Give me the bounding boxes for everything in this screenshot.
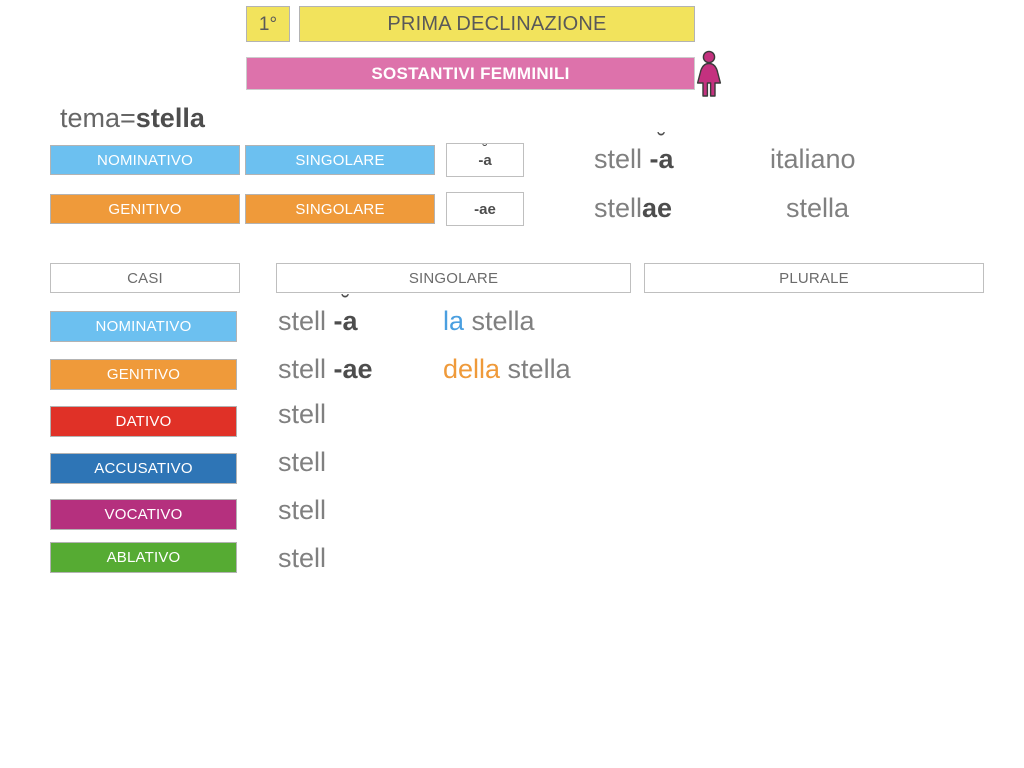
demo-case-pill-genitivo[interactable]: GENITIVO: [50, 194, 240, 224]
gender-subtitle-banner: SOSTANTIVI FEMMINILI: [246, 57, 695, 90]
table-case-label: ABLATIVO: [106, 549, 181, 566]
demo-ending-label: -ae: [474, 200, 496, 218]
table-translation-noun: stella: [464, 306, 535, 336]
demo-italian-genitivo: stella: [786, 193, 850, 223]
demo-word-ending-with-breve: ˘-a: [649, 129, 674, 175]
table-case-pill-nominativo[interactable]: NOMINATIVO: [50, 311, 237, 342]
demo-number-label: SINGOLARE: [295, 200, 385, 218]
breve-mark: ˘: [657, 127, 666, 154]
breve-mark: ˘: [341, 289, 350, 316]
demo-number-pill-genitivo[interactable]: SINGOLARE: [245, 194, 435, 224]
table-header-plurale-label: PLURALE: [779, 269, 849, 287]
demo-ending-box-nominativo: ˘-a: [446, 142, 524, 177]
table-translation-genitivo: della stella: [443, 354, 571, 385]
table-translation-nominativo: la stella: [443, 306, 535, 337]
table-case-label: GENITIVO: [106, 366, 181, 383]
gender-subtitle-label: SOSTANTIVI FEMMINILI: [371, 64, 570, 83]
table-case-pill-genitivo[interactable]: GENITIVO: [50, 359, 237, 390]
table-form-ending: -a: [333, 306, 358, 336]
table-case-pill-accusativo[interactable]: ACCUSATIVO: [50, 453, 237, 484]
theme-value: stella: [135, 103, 205, 133]
table-form-stem: stell: [278, 306, 334, 336]
table-form-genitivo: stell -ae: [278, 354, 373, 385]
declension-ordinal-box: 1°: [246, 6, 290, 42]
table-header-casi-label: CASI: [127, 269, 163, 287]
theme-line: tema=stella: [60, 103, 205, 134]
demo-italian-nominativo: italiano: [770, 144, 856, 174]
table-header-plurale: PLURALE: [644, 263, 984, 293]
table-case-label: DATIVO: [115, 413, 172, 430]
theme-label: tema=: [60, 103, 136, 133]
demo-case-label: GENITIVO: [108, 200, 182, 218]
demo-word-ending: -a: [649, 144, 674, 174]
table-form-nominativo: stell ˘-a: [278, 291, 358, 337]
declension-ordinal-label: 1°: [258, 13, 278, 35]
demo-ending-with-breve: ˘-a: [478, 142, 492, 169]
demo-ending-label: -a: [478, 151, 492, 169]
table-case-label: NOMINATIVO: [95, 318, 192, 335]
declension-title-banner: PRIMA DECLINAZIONE: [299, 6, 695, 42]
table-case-pill-dativo[interactable]: DATIVO: [50, 406, 237, 437]
declension-title-label: PRIMA DECLINAZIONE: [387, 13, 607, 35]
table-form-stem: stell: [278, 543, 327, 573]
table-form-stem: stell: [278, 399, 327, 429]
table-header-casi: CASI: [50, 263, 240, 293]
table-form-stem: stell: [278, 495, 327, 525]
table-case-label: ACCUSATIVO: [94, 460, 193, 477]
demo-word-genitivo: stellae: [594, 193, 672, 224]
demo-case-pill-nominativo[interactable]: NOMINATIVO: [50, 145, 240, 175]
breve-mark: ˘: [482, 141, 488, 158]
table-form-ending-with-breve: ˘-a: [333, 291, 358, 337]
table-header-singolare: SINGOLARE: [276, 263, 631, 293]
table-form-stem: stell: [278, 354, 334, 384]
demo-word-stem: stell: [594, 193, 643, 223]
table-article: della: [443, 354, 501, 384]
table-form-stem: stell: [278, 447, 327, 477]
table-article: la: [443, 306, 465, 336]
table-translation-noun: stella: [500, 354, 571, 384]
demo-word-ending: ae: [642, 193, 673, 223]
demo-number-label: SINGOLARE: [295, 151, 385, 169]
table-form-vocativo: stell: [278, 495, 326, 526]
demo-case-label: NOMINATIVO: [97, 151, 193, 169]
demo-word-stem: stell: [594, 144, 650, 174]
table-case-label: VOCATIVO: [104, 506, 183, 523]
table-header-singolare-label: SINGOLARE: [408, 269, 499, 287]
table-case-pill-ablativo[interactable]: ABLATIVO: [50, 542, 237, 573]
table-form-ending: -ae: [333, 354, 373, 384]
demo-number-pill-nominativo[interactable]: SINGOLARE: [245, 145, 435, 175]
table-form-accusativo: stell: [278, 447, 326, 478]
demo-ending-box-genitivo: -ae: [446, 192, 524, 226]
table-form-dativo: stell: [278, 399, 326, 430]
table-form-ablativo: stell: [278, 543, 326, 574]
table-case-pill-vocativo[interactable]: VOCATIVO: [50, 499, 237, 530]
demo-word-nominativo: stell ˘-a: [594, 129, 674, 175]
female-figure-icon: [696, 50, 722, 97]
